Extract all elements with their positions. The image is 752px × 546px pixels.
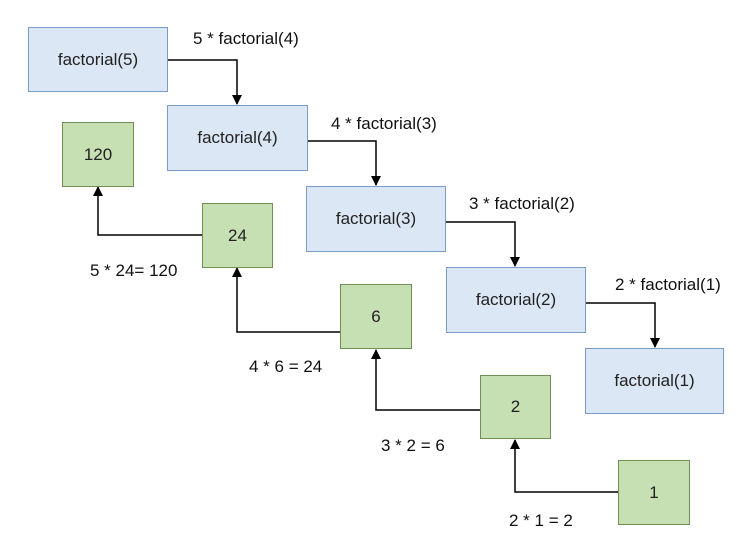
return-arrow-6-to-24 [232, 267, 340, 333]
return-arrow-2-to-6 [371, 349, 480, 411]
return-expr-6: 3 * 2 = 6 [381, 436, 445, 455]
return-expr-24: 4 * 6 = 24 [249, 357, 323, 376]
return-arrow-24-to-120 [93, 186, 202, 236]
return-expr-120: 5 * 24= 120 [90, 261, 178, 280]
return-box-6: 6 [340, 284, 412, 349]
call-box-factorial-4: factorial(4) [167, 105, 308, 171]
return-arrow-1-to-2 [510, 439, 618, 493]
return-value: 24 [228, 225, 247, 245]
call-expr-4: 4 * factorial(3) [331, 114, 437, 133]
call-box-factorial-3: factorial(3) [306, 186, 446, 252]
call-box-label: factorial(5) [57, 49, 139, 69]
call-box-label: factorial(3) [335, 209, 417, 228]
return-box-1: 1 [618, 460, 690, 525]
return-value: 2 [510, 397, 521, 416]
call-box-factorial-5: factorial(5) [28, 27, 168, 92]
return-box-120: 120 [62, 122, 134, 187]
return-value: 120 [83, 144, 113, 164]
call-box-label: factorial(1) [614, 371, 695, 390]
return-value: 1 [649, 482, 659, 502]
call-arrow-4-to-3 [308, 140, 381, 186]
call-arrow-3-to-2 [446, 221, 520, 267]
return-value: 6 [371, 306, 381, 326]
call-expr-2: 2 * factorial(1) [615, 275, 721, 294]
call-expr-5: 5 * factorial(4) [193, 29, 299, 48]
return-expr-2: 2 * 1 = 2 [509, 511, 573, 530]
call-box-factorial-1: factorial(1) [585, 348, 724, 414]
call-expr-3: 3 * factorial(2) [469, 194, 575, 213]
call-arrow-2-to-1 [586, 302, 660, 348]
return-box-24: 24 [202, 203, 273, 268]
call-box-factorial-2: factorial(2) [446, 267, 586, 333]
return-box-2: 2 [480, 375, 551, 439]
call-box-label: factorial(4) [197, 128, 278, 147]
call-arrow-5-to-4 [168, 59, 242, 105]
call-box-label: factorial(2) [475, 290, 557, 309]
